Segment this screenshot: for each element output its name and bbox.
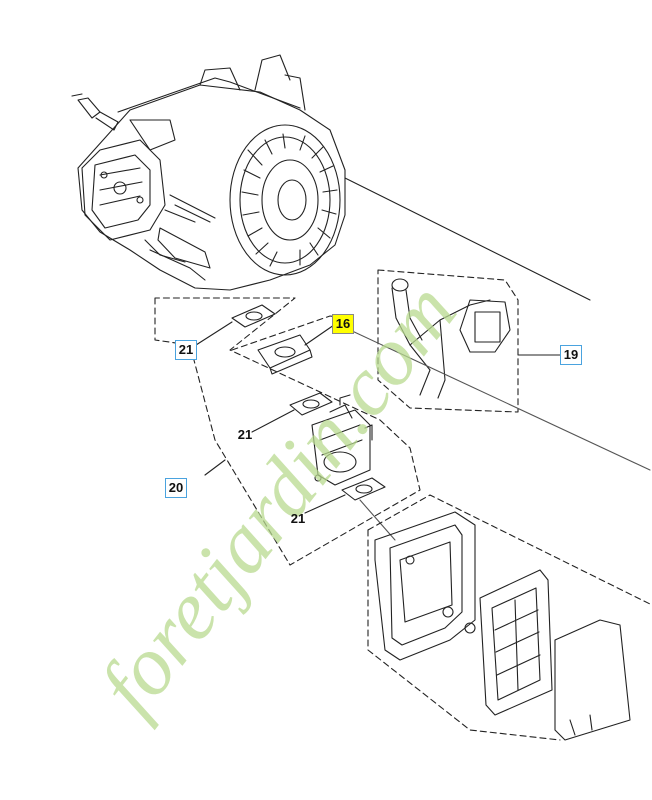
group-box-filter — [367, 494, 652, 741]
callout-20[interactable]: 20 — [165, 478, 187, 498]
leader-21c — [304, 494, 346, 514]
gasket-bottom — [341, 477, 386, 501]
leader-21a — [195, 321, 233, 346]
gasket-middle — [289, 392, 333, 416]
carburetor — [311, 394, 373, 486]
gasket-top — [231, 304, 276, 328]
callout-21-top[interactable]: 21 — [175, 340, 197, 360]
group-box-19 — [377, 269, 519, 413]
air-filter-housing — [374, 511, 476, 661]
leader-21b — [251, 409, 295, 433]
callout-16[interactable]: 16 — [332, 314, 354, 334]
callout-19[interactable]: 19 — [560, 345, 582, 365]
leader-line — [344, 177, 591, 301]
air-filter-cover — [554, 619, 631, 741]
callout-21-bottom[interactable]: 21 — [290, 511, 306, 526]
callout-21-middle[interactable]: 21 — [237, 427, 253, 442]
leader-20 — [204, 459, 226, 476]
air-filter-element — [479, 569, 553, 716]
leader-16 — [304, 324, 335, 346]
ignition-coil — [391, 278, 511, 399]
engine-block — [71, 54, 346, 291]
carb-insulator — [257, 334, 313, 375]
